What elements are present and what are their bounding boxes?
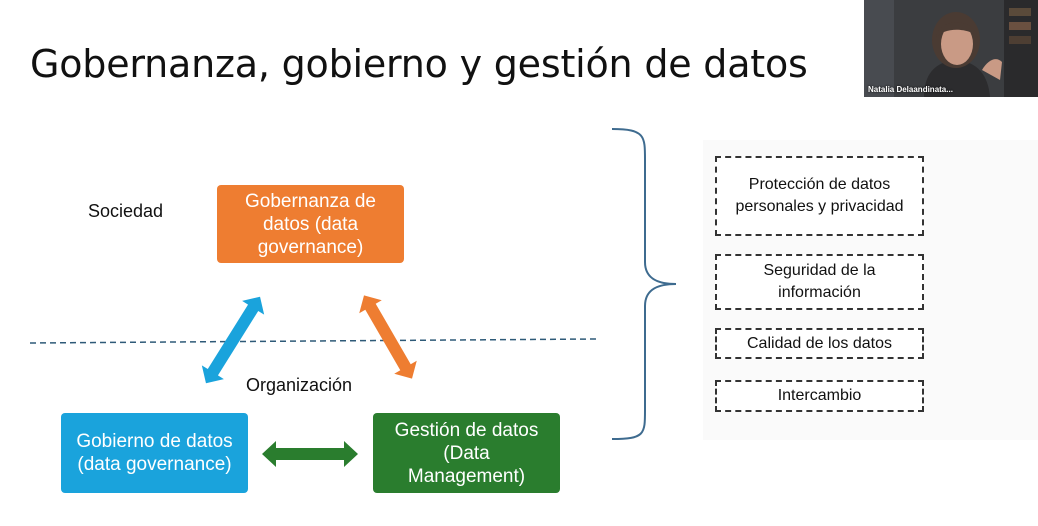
slide-title: Gobernanza, gobierno y gestión de datos [30, 42, 808, 86]
government-management-arrow [262, 441, 358, 467]
participant-video-tile[interactable]: Natalia Delaandinata... [864, 0, 1038, 97]
participant-name: Natalia Delaandinata... [868, 85, 953, 94]
participant-video-feed [864, 0, 1038, 97]
organization-label: Organización [246, 375, 353, 395]
society-label: Sociedad [88, 201, 164, 221]
aspect-exchange-box: Intercambio [715, 380, 924, 412]
aspect-security-box: Seguridad de la información [715, 254, 924, 310]
aspect-privacy-box: Protección de datos personales y privaci… [715, 156, 924, 236]
society-organization-divider [29, 338, 597, 344]
data-management-box: Gestión de datos (Data Management) [373, 413, 560, 493]
aspect-quality-box: Calidad de los datos [715, 328, 924, 359]
governance-management-arrow [359, 295, 417, 379]
curly-brace [611, 128, 677, 440]
data-government-box: Gobierno de datos (data governance) [61, 413, 248, 493]
governance-government-arrow [201, 296, 265, 384]
data-governance-box: Gobernanza de datos (data governance) [217, 185, 404, 263]
